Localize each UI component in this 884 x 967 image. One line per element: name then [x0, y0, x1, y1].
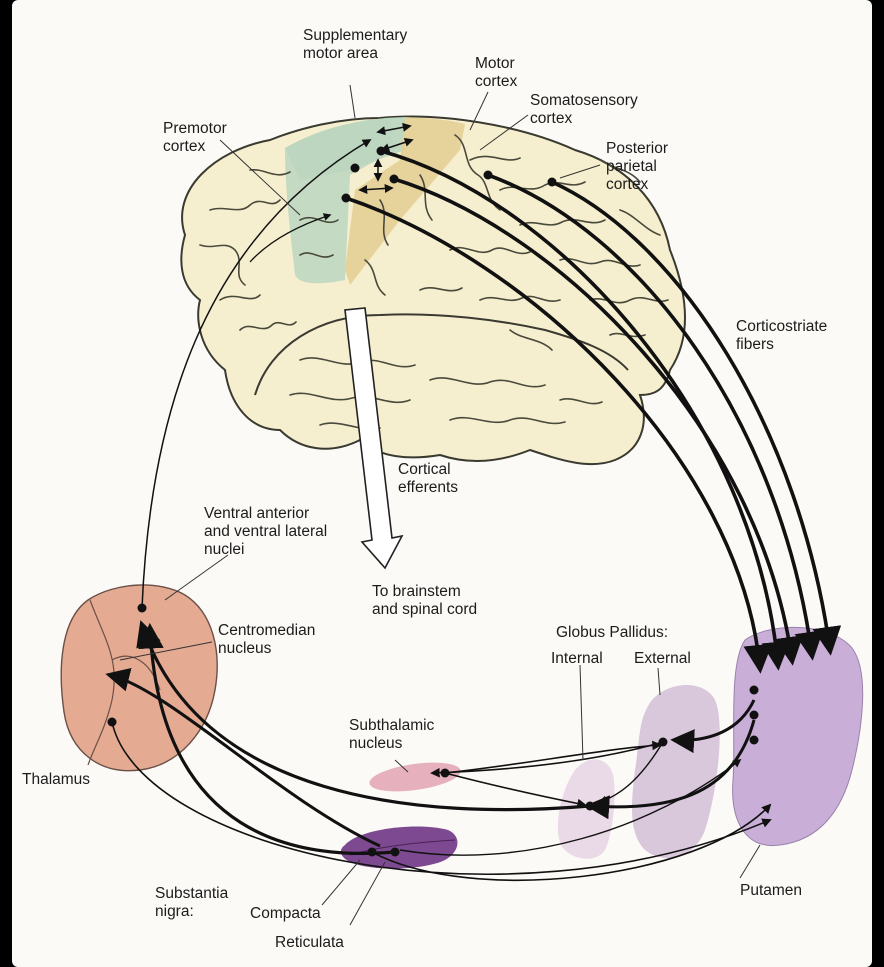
label-gp-internal: Internal [551, 650, 603, 667]
label-substantia-nigra: Substantia nigra: [155, 885, 233, 920]
label-motor-cortex: Motor cortex [475, 55, 519, 90]
label-to-brainstem: To brainstem and spinal cord [372, 583, 477, 618]
label-putamen: Putamen [740, 882, 802, 899]
label-reticulata: Reticulata [275, 934, 344, 951]
label-premotor-cortex: Premotor cortex [163, 120, 231, 155]
gp-external-shape [632, 685, 720, 858]
subcortical-nuclei [61, 585, 862, 869]
thalamus-shape [61, 585, 217, 771]
label-cortical-efferents: Cortical efferents [398, 461, 458, 496]
subthalamic-nucleus-shape [368, 758, 463, 797]
label-posterior-parietal-cortex: Posterior parietal cortex [606, 140, 672, 193]
label-thalamus: Thalamus [22, 771, 90, 788]
label-supplementary-motor-area: Supplementary motor area [303, 27, 412, 62]
label-somatosensory-cortex: Somatosensory cortex [530, 92, 642, 127]
label-va-vl-nuclei: Ventral anterior and ventral lateral nuc… [204, 505, 332, 558]
label-gp-external: External [634, 650, 691, 667]
label-globus-pallidus: Globus Pallidus: [556, 624, 668, 641]
label-corticostriate-fibers: Corticostriate fibers [736, 318, 832, 353]
label-compacta: Compacta [250, 905, 321, 922]
label-centromedian-nucleus: Centromedian nucleus [218, 622, 320, 657]
label-subthalamic-nucleus: Subthalamic nucleus [349, 717, 439, 752]
